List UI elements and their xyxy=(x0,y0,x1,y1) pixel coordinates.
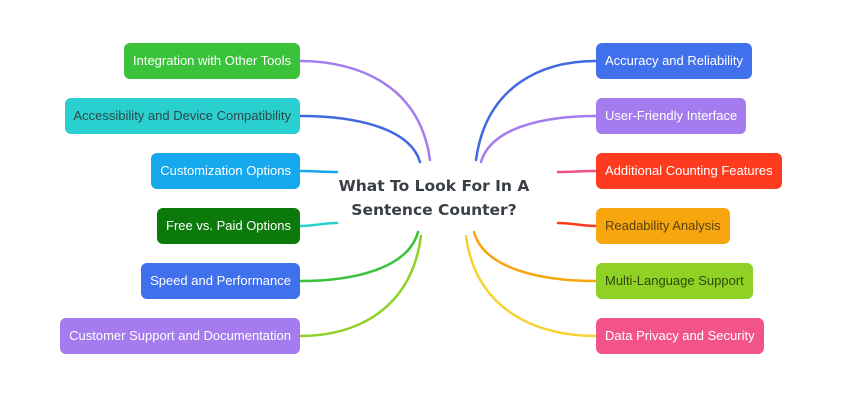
connector-line-right-6 xyxy=(464,234,598,338)
central-topic[interactable]: What To Look For In A Sentence Counter? xyxy=(320,174,548,222)
branch-free-vs-paid[interactable]: Free vs. Paid Options xyxy=(157,208,300,244)
branch-label: Customization Options xyxy=(160,163,291,178)
branch-additional-counting[interactable]: Additional Counting Features xyxy=(596,153,782,189)
branch-label: Customer Support and Documentation xyxy=(69,328,291,343)
branch-multi-language[interactable]: Multi-Language Support xyxy=(596,263,753,299)
branch-label: Speed and Performance xyxy=(150,273,291,288)
branch-label: User-Friendly Interface xyxy=(605,108,738,123)
branch-label: Accuracy and Reliability xyxy=(605,53,744,68)
branch-data-privacy[interactable]: Data Privacy and Security xyxy=(596,318,764,354)
branch-integration-tools[interactable]: Integration with Other Tools xyxy=(123,43,300,79)
connector-line-left-1 xyxy=(298,59,432,162)
branch-customer-support[interactable]: Customer Support and Documentation xyxy=(60,318,300,354)
connector-line-left-2 xyxy=(298,114,422,164)
branch-label: Accessibility and Device Compatibility xyxy=(73,108,291,123)
branch-label: Data Privacy and Security xyxy=(605,328,755,343)
connector-line-right-2 xyxy=(479,114,598,164)
branch-label: Readability Analysis xyxy=(605,218,721,233)
branch-accessibility[interactable]: Accessibility and Device Compatibility xyxy=(64,98,300,134)
connector-line-left-5 xyxy=(298,230,420,283)
connector-line-left-4 xyxy=(298,221,339,228)
connector-line-right-1 xyxy=(474,59,598,162)
branch-user-friendly[interactable]: User-Friendly Interface xyxy=(596,98,747,134)
branch-customization[interactable]: Customization Options xyxy=(151,153,300,189)
connector-line-right-5 xyxy=(472,230,598,283)
connector-line-right-4 xyxy=(556,221,598,228)
branch-speed-performance[interactable]: Speed and Performance xyxy=(141,263,300,299)
branch-label: Additional Counting Features xyxy=(605,163,773,178)
branch-accuracy-reliability[interactable]: Accuracy and Reliability xyxy=(596,43,753,79)
central-topic-line-1: What To Look For In A xyxy=(338,177,530,195)
connector-line-left-6 xyxy=(298,234,423,338)
branch-label: Multi-Language Support xyxy=(605,273,744,288)
branch-label: Free vs. Paid Options xyxy=(166,218,291,233)
branch-readability[interactable]: Readability Analysis xyxy=(596,208,730,244)
connector-line-right-3 xyxy=(556,169,598,174)
central-topic-line-2: Sentence Counter? xyxy=(351,201,517,219)
branch-label: Integration with Other Tools xyxy=(132,53,291,68)
connector-line-left-3 xyxy=(298,169,339,174)
